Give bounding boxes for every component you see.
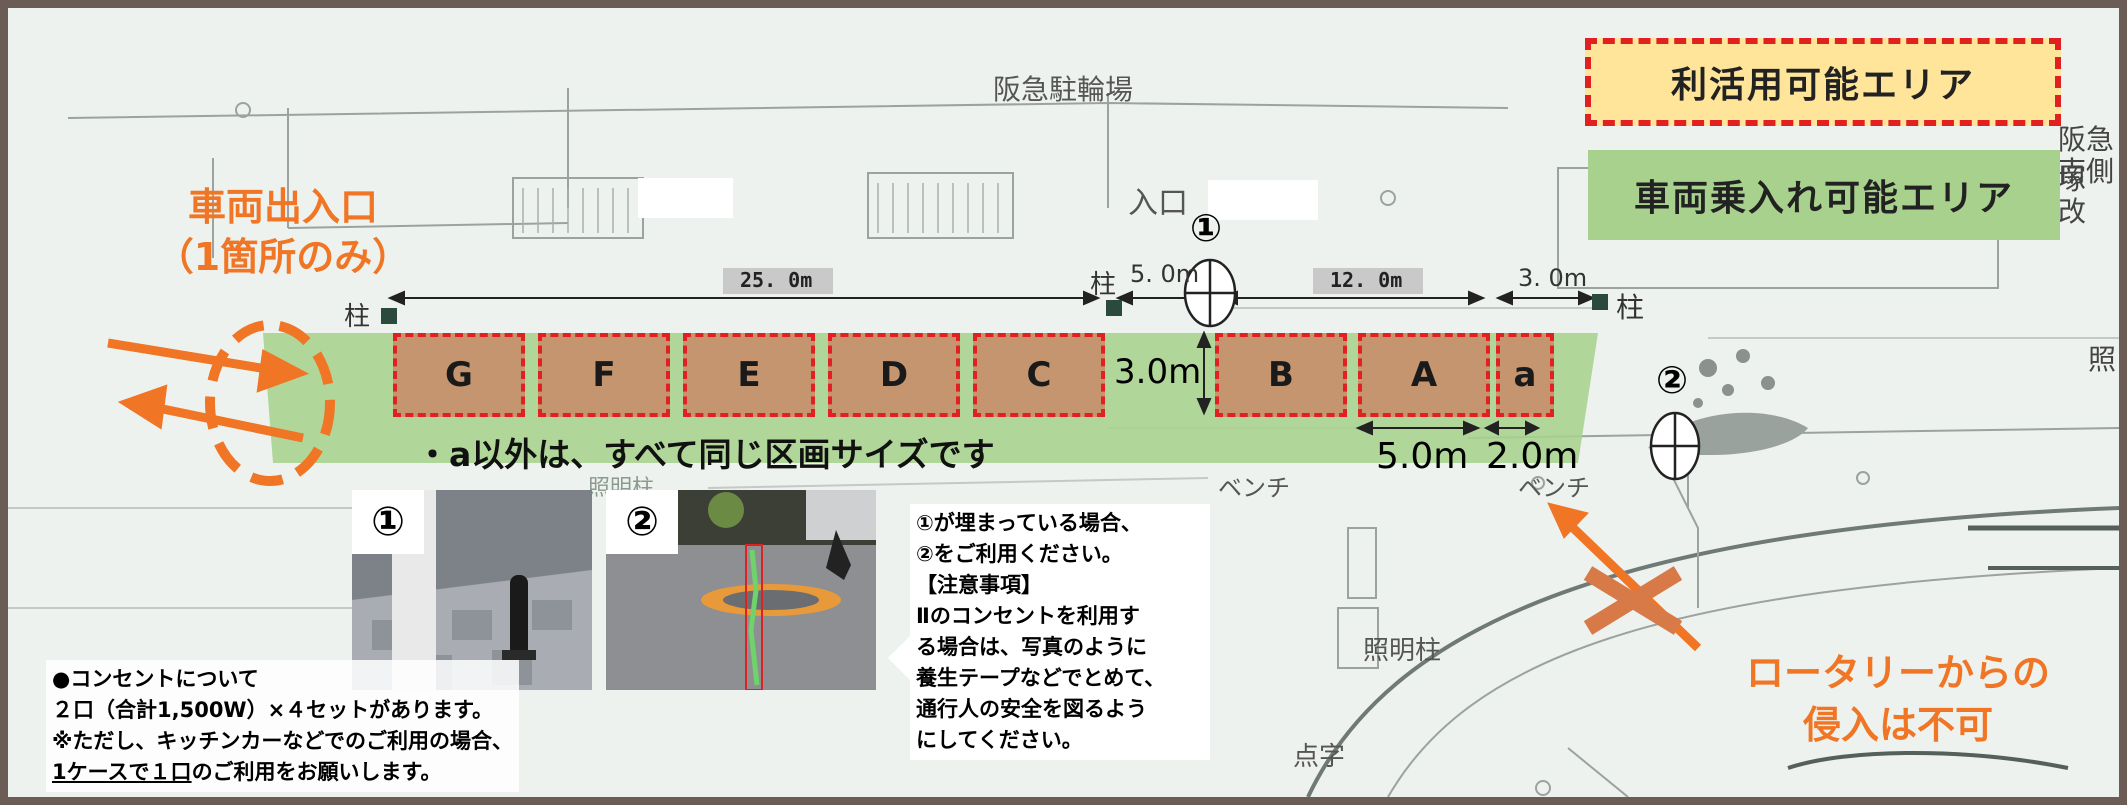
braille-label: 点字 <box>1293 742 1346 772</box>
bench-label-1: ベンチ <box>1218 474 1290 502</box>
bay-f: F <box>538 333 670 417</box>
photo-2-label: ② <box>606 490 678 554</box>
caution-line-5: る場合は、写真のように <box>916 635 1147 659</box>
marker-2-label: ② <box>1656 358 1689 402</box>
entrance-label: 入口 <box>1128 186 1188 221</box>
outlet-note-line-1: ●コンセントについて <box>52 667 259 691</box>
vehicle-entry-subtitle: （1箇所のみ） <box>155 235 411 279</box>
pillar-label-left: 柱 <box>344 302 371 332</box>
dimension-bay-a-2m: 2.0m <box>1486 436 1579 477</box>
bay-e: E <box>683 333 815 417</box>
caution-line-7: 通行人の安全を図るよう <box>916 697 1147 721</box>
caution-line-6: 養生テープなどでとめて、 <box>916 666 1166 690</box>
legend-usable-area: 利活用可能エリア <box>1585 38 2061 126</box>
legend-vehicle-area: 車両乗入れ可能エリア <box>1588 150 2060 240</box>
outlet-note-box: ●コンセントについて ２口（合計1,500W）×４セットがあります。 ※ただし、… <box>46 660 519 792</box>
pillar-marker-left <box>381 308 397 324</box>
outlet-note-emphasis: 1ケースで１口 <box>52 760 192 784</box>
entry-dashed-circle <box>205 320 335 486</box>
caution-line-8: にしてください。 <box>916 728 1083 752</box>
caution-line-1: ①が埋まっている場合、 <box>916 511 1142 535</box>
site-map-canvas: 阪急駐輪場 入口 阪急塚 南側改 照 柱 柱 柱 ベンチ ベンチ 照明柱 照明柱… <box>8 8 2119 797</box>
light-pole-label: 照明柱 <box>1363 636 1442 666</box>
dimension-3m-top: 3. 0m <box>1518 264 1588 292</box>
outlet-marker-2-icon <box>1649 411 1701 481</box>
pillar-marker-right <box>1592 294 1608 310</box>
outlet-marker-1-icon <box>1183 258 1237 328</box>
marker-1-label: ① <box>1190 206 1223 250</box>
photo-outlet-1-image <box>352 490 592 690</box>
pillar-marker-mid <box>1106 300 1122 316</box>
bay-d: D <box>828 333 960 417</box>
rotary-note-line1: ロータリーからの <box>1745 651 2050 695</box>
dimension-height-3m: 3.0m <box>1114 352 1202 392</box>
outlet-note-line-2: ２口（合計1,500W）×４セットがあります。 <box>52 698 494 722</box>
pillar-label-mid: 柱 <box>1090 270 1117 300</box>
bench-label-2: ベンチ <box>1518 474 1590 502</box>
dimension-5m-top: 5. 0m <box>1130 260 1200 288</box>
outlet-note-line-4-rest: のご利用をお願いします。 <box>191 760 442 784</box>
dimension-bay-width-5m: 5.0m <box>1376 436 1469 477</box>
far-right-label: 照 <box>2088 343 2117 376</box>
entry-arrows-icon <box>107 338 310 443</box>
dimension-12m: 12. 0m <box>1330 268 1403 292</box>
rotary-note-line2: 侵入は不可 <box>1802 703 1993 747</box>
bay-b: B <box>1215 333 1347 417</box>
caution-line-2: ②をご利用ください。 <box>916 542 1123 566</box>
pillar-label-right: 柱 <box>1616 291 1645 324</box>
photo-outlet-1 <box>352 490 592 690</box>
dimension-25m: 25. 0m <box>740 268 813 292</box>
bay-g: G <box>393 333 525 417</box>
right-edge-label-1: 阪急塚 <box>2058 123 2115 196</box>
caution-note-box: ①が埋まっている場合、 ②をご利用ください。 【注意事項】 Ⅱのコンセントを利用… <box>910 504 1210 760</box>
outlet-note-line-4: 1ケースで１口のご利用をお願いします。 <box>52 757 513 788</box>
caution-line-3: 【注意事項】 <box>916 573 1042 597</box>
bay-small-a: a <box>1496 333 1554 417</box>
outlet-note-line-3: ※ただし、キッチンカーなどでのご利用の場合、 <box>52 729 513 753</box>
right-edge-label-2: 南側改 <box>2058 155 2115 228</box>
bay-c: C <box>973 333 1105 417</box>
parking-label: 阪急駐輪場 <box>993 73 1134 106</box>
vehicle-entry-title: 車両出入口 <box>187 185 378 229</box>
bay-a: A <box>1358 333 1490 417</box>
photo-1-label: ① <box>352 490 424 554</box>
no-entry-cross-icon <box>1583 566 1683 635</box>
caution-line-4: Ⅱのコンセントを利用す <box>916 604 1140 628</box>
bay-size-note: ・a以外は、すべて同じ区画サイズです <box>416 435 995 474</box>
